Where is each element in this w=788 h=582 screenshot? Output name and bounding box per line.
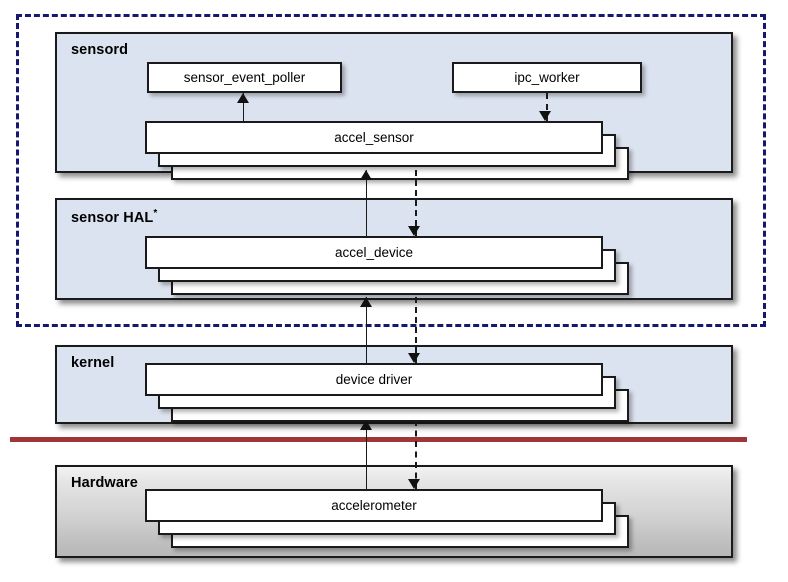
layer-title-hardware: Hardware <box>71 475 138 491</box>
component-label: ipc_worker <box>514 70 580 85</box>
layer-title-sensor-hal: sensor HAL* <box>71 208 158 226</box>
layer-title-sensord: sensord <box>71 42 129 58</box>
arrowhead-down-icon <box>408 479 420 489</box>
component-accelerometer-stack[interactable]: accelerometer <box>145 489 629 548</box>
component-accelerometer[interactable]: accelerometer <box>145 489 603 522</box>
component-sensor-event-poller[interactable]: sensor_event_poller <box>147 62 342 93</box>
arrowhead-down-icon <box>408 226 420 236</box>
arrowhead-down-icon <box>408 353 420 363</box>
arrowhead-up-icon <box>360 297 372 307</box>
component-accel-sensor-stack[interactable]: accel_sensor <box>145 121 629 180</box>
hal-footnote-marker: * <box>153 208 158 219</box>
component-label: accelerometer <box>331 498 417 513</box>
component-accel-device[interactable]: accel_device <box>145 236 603 269</box>
arrowhead-up-icon <box>360 170 372 180</box>
userspace-boundary <box>16 14 766 327</box>
component-label: device driver <box>335 372 413 387</box>
component-accel-sensor[interactable]: accel_sensor <box>145 121 603 154</box>
layer-title-kernel: kernel <box>71 355 115 371</box>
component-accel-device-stack[interactable]: accel_device <box>145 236 629 295</box>
component-label: sensor_event_poller <box>183 70 306 85</box>
component-label: accel_sensor <box>334 130 414 145</box>
component-device-driver[interactable]: device driver <box>145 363 603 396</box>
arrowhead-up-icon <box>360 420 372 430</box>
component-device-driver-stack[interactable]: device driver <box>145 363 629 422</box>
component-ipc-worker[interactable]: ipc_worker <box>452 62 642 93</box>
arrowhead-up-icon <box>237 93 249 103</box>
component-label: accel_device <box>334 245 414 260</box>
kernel-hardware-divider <box>10 437 747 442</box>
arrowhead-down-icon <box>539 111 551 121</box>
